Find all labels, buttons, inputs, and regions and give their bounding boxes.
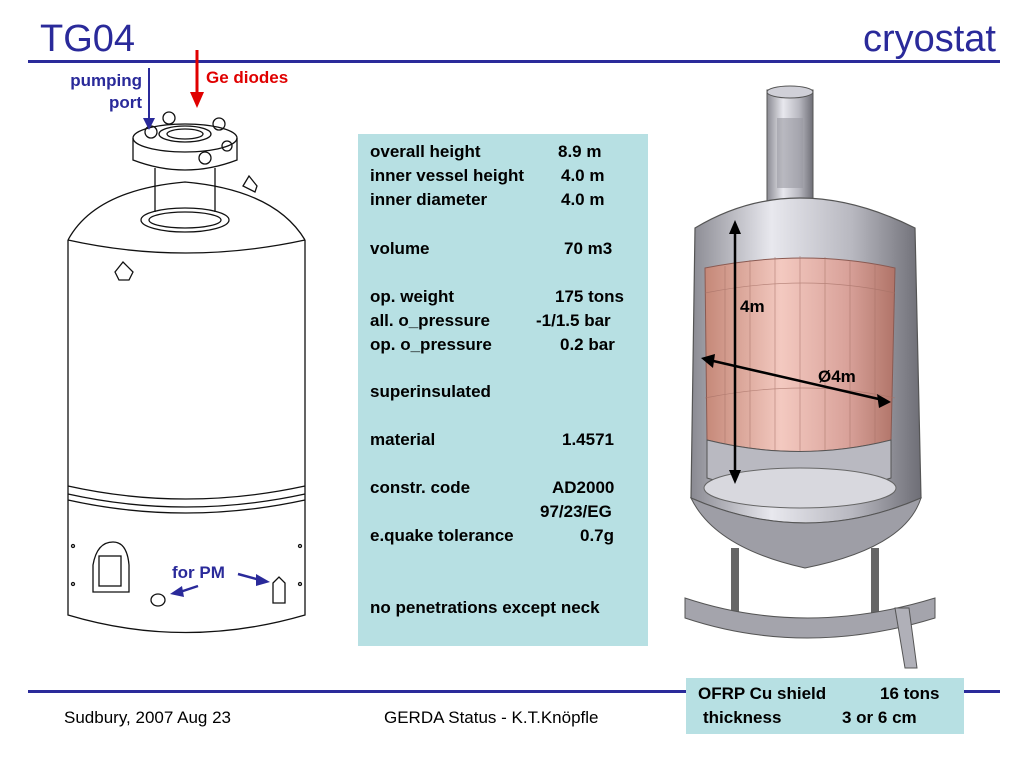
spec-overall-height-label: overall height: [370, 142, 481, 161]
dimension-diameter-label: Ø4m: [818, 367, 856, 386]
shield-line1-value: 16 tons: [880, 684, 940, 703]
shield-line1-label: OFRP Cu shield: [698, 684, 827, 703]
spec-inner-diameter-value: 4.0 m: [561, 190, 605, 209]
spec-equake-label: e.quake tolerance: [370, 526, 514, 545]
for-pm-arrows: [170, 572, 270, 597]
spec-op-pressure-label: op. o_pressure: [370, 335, 492, 354]
specification-panel: [358, 134, 648, 646]
spec-op-pressure-value: 0.2 bar: [560, 335, 615, 354]
spec-superinsulated: superinsulated: [370, 382, 491, 401]
shield-line2-label: thickness: [703, 708, 782, 727]
for-pm-label: for PM: [172, 563, 225, 582]
pumping-port-arrow: [143, 68, 155, 130]
slide-title: TG04: [40, 18, 136, 60]
spec-op-weight-label: op. weight: [370, 287, 455, 306]
bottom-rule: [28, 690, 1000, 693]
ge-diodes-arrow: [190, 50, 204, 108]
cryostat-outline-drawing: [67, 111, 306, 634]
footer-venue-date: Sudbury, 2007 Aug 23: [64, 708, 231, 727]
spec-penetrations: no penetrations except neck: [370, 598, 600, 617]
top-rule: [28, 60, 1000, 63]
cryostat-cutaway-drawing: [684, 85, 936, 669]
spec-volume-value: 70 m3: [564, 239, 613, 258]
spec-inner-diameter-label: inner diameter: [370, 190, 488, 209]
spec-volume-label: volume: [370, 239, 430, 258]
spec-all-pressure-value: -1/1.5 bar: [536, 311, 611, 330]
spec-inner-vessel-height-label: inner vessel height: [370, 166, 524, 185]
spec-constr-code-value: AD2000: [552, 478, 615, 497]
slide-subtitle: cryostat: [862, 18, 996, 60]
spec-inner-vessel-height-value: 4.0 m: [561, 166, 605, 185]
spec-overall-height-value: 8.9 m: [558, 142, 602, 161]
spec-equake-value: 0.7g: [580, 526, 615, 545]
pumping-label-line1: pumping: [70, 71, 142, 90]
pumping-label-line2: port: [108, 93, 142, 112]
dimension-height-label: 4m: [740, 297, 765, 316]
shield-info-box: [686, 678, 964, 734]
spec-material-label: material: [370, 430, 436, 449]
footer-author: GERDA Status - K.T.Knöpfle: [384, 708, 599, 727]
spec-all-pressure-label: all. o_pressure: [370, 311, 491, 330]
ge-diodes-label: Ge diodes: [206, 68, 289, 87]
shield-line2-value: 3 or 6 cm: [842, 708, 917, 727]
spec-material-value: 1.4571: [562, 430, 614, 449]
spec-constr-code-value2: 97/23/EG: [540, 502, 612, 521]
pumping-port-label: pumping port: [40, 70, 142, 114]
spec-op-weight-value: 175 tons: [555, 287, 624, 306]
spec-constr-code-label: constr. code: [370, 478, 471, 497]
